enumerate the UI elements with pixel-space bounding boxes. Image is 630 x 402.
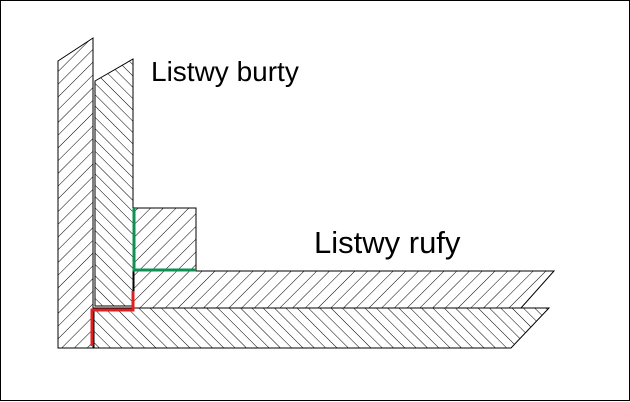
transom-batten-upper bbox=[133, 270, 556, 309]
transom-battens-label: Listwy rufy bbox=[314, 225, 461, 260]
side-batten-inner bbox=[94, 58, 134, 307]
side-battens-label: Listwy burty bbox=[151, 56, 299, 87]
side-joint-line bbox=[90, 291, 135, 346]
transom-joint-line bbox=[132, 208, 196, 272]
corner-block bbox=[133, 207, 197, 271]
side-batten-outer bbox=[57, 37, 94, 349]
transom-batten-lower bbox=[93, 307, 551, 349]
